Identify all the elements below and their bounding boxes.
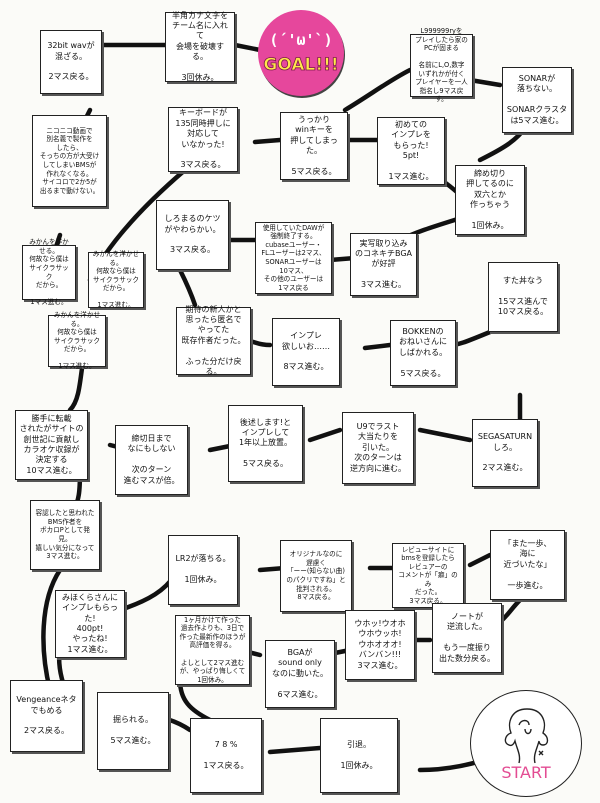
board-square[interactable]: LR2が落ちる。 1回休み。 [168, 535, 238, 605]
board-square[interactable]: 締切日まで なにもしない 次のターン 進むマスが倍。 [115, 425, 188, 495]
square-text: 7 8 % 1マス戻る。 [203, 739, 249, 770]
square-text: 引退。 1回休み。 [340, 739, 378, 770]
goal-circle[interactable]: (´'ω'`) GOAL!!! [258, 10, 344, 96]
board-square[interactable]: レビューサイトに bmsを登録したら レビュアーの コメントが「癖」のみ だった… [392, 543, 464, 608]
board-square[interactable]: 使用していたDAWが 強制終了する。 cubaseユーザー・ FLユーザーは2マ… [255, 222, 332, 294]
square-text: うっかり winキーを 押してしまった。 5マス戻る。 [290, 114, 338, 176]
square-text: U9でラスト 大当たりを 引いた。 次のターンは 逆方向に進む。 [350, 422, 406, 473]
board-square[interactable]: キーボードが 135同時押しに 対応して いなかった! 3マス戻る。 [168, 107, 238, 172]
board-square[interactable]: BOKKENの おねいさんに しばかれる。 5マス戻る。 [390, 320, 456, 386]
board-square[interactable]: 「また一歩、 海に 近づいたな」 一歩進む。 [490, 530, 565, 600]
board-square[interactable]: 32bit wavが 混ざる。 2マス戻る。 [40, 30, 102, 94]
board-square[interactable]: 期待の新人かと 思ったら匿名で やってた 既存作者だった。 ふった分だけ戻る。 [176, 304, 251, 376]
board-square[interactable]: 後述します!と インプレして 1年以上放置。 5マス戻る。 [228, 405, 303, 482]
square-text: 「また一歩、 海に 近づいたな」 一歩進む。 [503, 539, 552, 590]
square-text: 締め切り 押してるのに 双六とか 作っちゃう 1回休み。 [466, 168, 514, 230]
square-text: 32bit wavが 混ざる。 2マス戻る。 [47, 41, 95, 82]
board-square[interactable]: BGAが sound only なのに動いた。 6マス進む。 [265, 640, 335, 708]
square-text: みかんを洋かせる。 何故なら僕は サイクラサック だから。 1マス進む。 [53, 311, 101, 371]
board-square[interactable]: SEGASATURN しろ。 2マス進む。 [472, 419, 538, 487]
board-square[interactable]: しろまるのケツ がやわらかい。 3マス戻る。 [156, 200, 229, 270]
board-square[interactable]: みかんを洋かせる。 何故なら僕は サイクラサック だから。 1マス進む。 [22, 238, 76, 306]
square-text: 初めての インプレを もらった! 5pt! 1マス進む。 [388, 119, 434, 181]
board-square[interactable]: 7 8 % 1マス戻る。 [190, 718, 262, 793]
board-square[interactable]: 1ヶ月かけて作った 過去作よりも、3日で 作った最新作のほうが 高評価を得る。 … [175, 615, 250, 685]
square-text: レビューサイトに bmsを登録したら レビュアーの コメントが「癖」のみ だった… [398, 545, 458, 605]
square-text: L999999ryを プレイしたら家の PCが固まる 名前にL,O,数字 いずれ… [415, 26, 468, 104]
board-square[interactable]: みほくらさんに インプレもらった! 400pt! やったね! 1マス進む。 [55, 590, 125, 658]
square-text: 掘られる。 5マス進む。 [110, 715, 156, 746]
start-circle[interactable]: START [470, 690, 582, 797]
square-text: 締切日まで なにもしない 次のターン 進むマスが倍。 [123, 434, 180, 485]
square-text: みほくらさんに インプレもらった! 400pt! やったね! 1マス進む。 [62, 592, 118, 654]
board-square[interactable]: 実写取り込み のコネキチBGA が好評 3マス進む。 [350, 233, 417, 296]
square-text: 後述します!と インプレして 1年以上放置。 5マス戻る。 [238, 417, 293, 469]
goal-label: GOAL!!! [263, 55, 339, 76]
board-square[interactable]: 締め切り 押してるのに 双六とか 作っちゃう 1回休み。 [455, 165, 525, 235]
square-text: みかんを洋かせる。 何故なら僕は サイクラサック だから。 1マス進む。 [29, 238, 69, 307]
board-square[interactable]: 初めての インプレを もらった! 5pt! 1マス進む。 [377, 117, 445, 185]
square-text: オリジナルなのに 遅慮く 「ーー(知らない曲) のパクリですね」と 批判される。… [286, 550, 346, 602]
board-square[interactable]: U9でラスト 大当たりを 引いた。 次のターンは 逆方向に進む。 [342, 412, 414, 484]
square-text: 実写取り込み のコネキチBGA が好評 3マス進む。 [354, 238, 413, 290]
square-text: ウホッ!ウオホ ウホウッホ! ウホオオオ! バンバン!!! 3マス進む。 [354, 619, 406, 670]
square-text: BGAが sound only なのに動いた。 6マス進む。 [272, 648, 328, 699]
board-square[interactable]: 半角カナ文字を チーム名に入れて 会場を破壊する。 3回休み。 [165, 10, 235, 82]
square-text: SONARが 落ちない。 SONARクラスタ は5マス進む。 [506, 74, 568, 125]
square-text: SEGASATURN しろ。 2マス進む。 [477, 432, 533, 473]
board-square[interactable]: 容認したと思われた BMS作者を ボカロPとして発見。 嬉しい気分になって 3マ… [30, 500, 100, 570]
board-square[interactable]: ウホッ!ウオホ ウホウッホ! ウホオオオ! バンバン!!! 3マス進む。 [345, 610, 415, 680]
square-text: 使用していたDAWが 強制終了する。 cubaseユーザー・ FLユーザーは2マ… [261, 223, 326, 292]
board-square[interactable]: 引退。 1回休み。 [320, 718, 398, 793]
board-square[interactable]: SONARが 落ちない。 SONARクラスタ は5マス進む。 [502, 67, 572, 133]
square-text: 容認したと思われた BMS作者を ボカロPとして発見。 嬉しい気分になって 3マ… [35, 509, 95, 561]
board-square[interactable]: ノートが 逆流した。 もう一度振り 出た数分戻る。 [432, 603, 502, 673]
start-label: START [501, 763, 551, 782]
square-text: すた丼なう 15マス進んで 10マス戻る。 [497, 276, 549, 317]
board-square[interactable]: インプレ 欲しいお…… 8マス進む。 [272, 318, 340, 386]
board-square[interactable]: すた丼なう 15マス進んで 10マス戻る。 [488, 262, 558, 332]
ghost-mascot-icon [504, 708, 549, 764]
board-square[interactable]: 掘られる。 5マス進む。 [97, 692, 169, 770]
board-square[interactable]: ニコニコ動画で 別名義で製作を したら、 そっちの方が大受け してしまいBMSが… [32, 115, 107, 207]
board-square[interactable]: みかんを洋かせる。 何故なら僕は サイクラサック だから。 1マス進む。 [88, 250, 144, 310]
square-text: しろまるのケツ がやわらかい。 3マス戻る。 [164, 214, 221, 255]
board-square[interactable]: L999999ryを プレイしたら家の PCが固まる 名前にL,O,数字 いずれ… [410, 27, 473, 103]
square-text: 期待の新人かと 思ったら匿名で やってた 既存作者だった。 ふった分だけ戻る。 [181, 304, 246, 376]
square-text: LR2が落ちる。 1回休み。 [175, 554, 231, 585]
square-text: BOKKENの おねいさんに しばかれる。 5マス戻る。 [398, 327, 448, 378]
board-square[interactable]: うっかり winキーを 押してしまった。 5マス戻る。 [280, 112, 348, 180]
square-text: ニコニコ動画で 別名義で製作を したら、 そっちの方が大受け してしまいBMSが… [39, 126, 100, 195]
square-text: 半角カナ文字を チーム名に入れて 会場を破壊する。 3回休み。 [172, 10, 228, 82]
square-text: みかんを洋かせる。 何故なら僕は サイクラサック だから。 1マス進む。 [92, 250, 140, 310]
square-text: インプレ 欲しいお…… 8マス進む。 [282, 331, 330, 372]
square-text: Vengeanceネタ でもめる 2マス戻る。 [16, 695, 77, 736]
board-square[interactable]: オリジナルなのに 遅慮く 「ーー(知らない曲) のパクリですね」と 批判される。… [280, 540, 352, 612]
square-text: 1ヶ月かけて作った 過去作よりも、3日で 作った最新作のほうが 高評価を得る。 … [179, 615, 246, 684]
goal-face: (´'ω'`) [269, 31, 333, 49]
board-square[interactable]: みかんを洋かせる。 何故なら僕は サイクラサック だから。 1マス進む。 [48, 311, 106, 370]
board-square[interactable]: Vengeanceネタ でもめる 2マス戻る。 [10, 680, 83, 752]
square-text: ノートが 逆流した。 もう一度振り 出た数分戻る。 [439, 612, 495, 663]
square-text: 勝手に転載 されたがサイトの 創世記に貢献し カラオケ収録が 決定する 10マス… [19, 413, 84, 475]
square-text: キーボードが 135同時押しに 対応して いなかった! 3マス戻る。 [175, 108, 231, 170]
board-square[interactable]: 勝手に転載 されたがサイトの 創世記に貢献し カラオケ収録が 決定する 10マス… [15, 410, 88, 480]
